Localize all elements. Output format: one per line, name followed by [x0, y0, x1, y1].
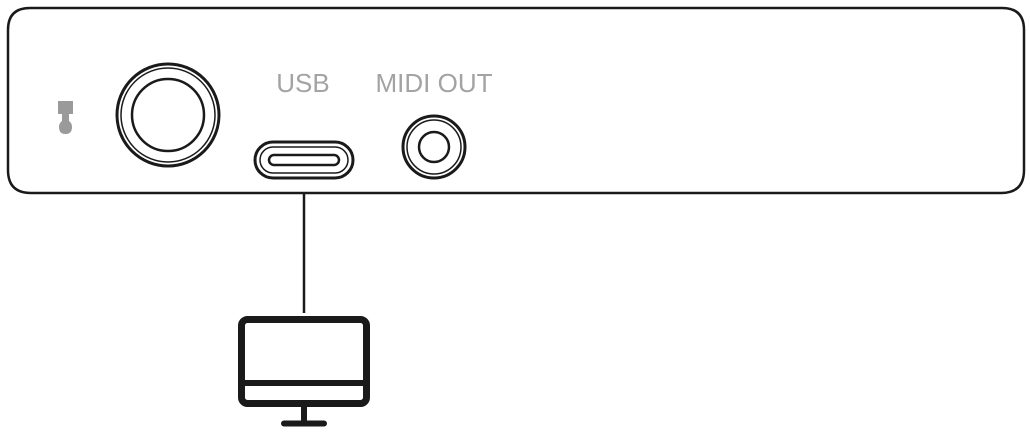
- desktop-computer-icon: [238, 316, 370, 427]
- lock-slot-icon: [58, 101, 73, 134]
- usb-port-label: USB: [276, 68, 329, 98]
- power-button-icon: [115, 62, 221, 168]
- midi-out-port-label: MIDI OUT: [376, 68, 493, 98]
- midi-jack-icon: [401, 114, 467, 180]
- usb-c-port-icon: [253, 140, 355, 180]
